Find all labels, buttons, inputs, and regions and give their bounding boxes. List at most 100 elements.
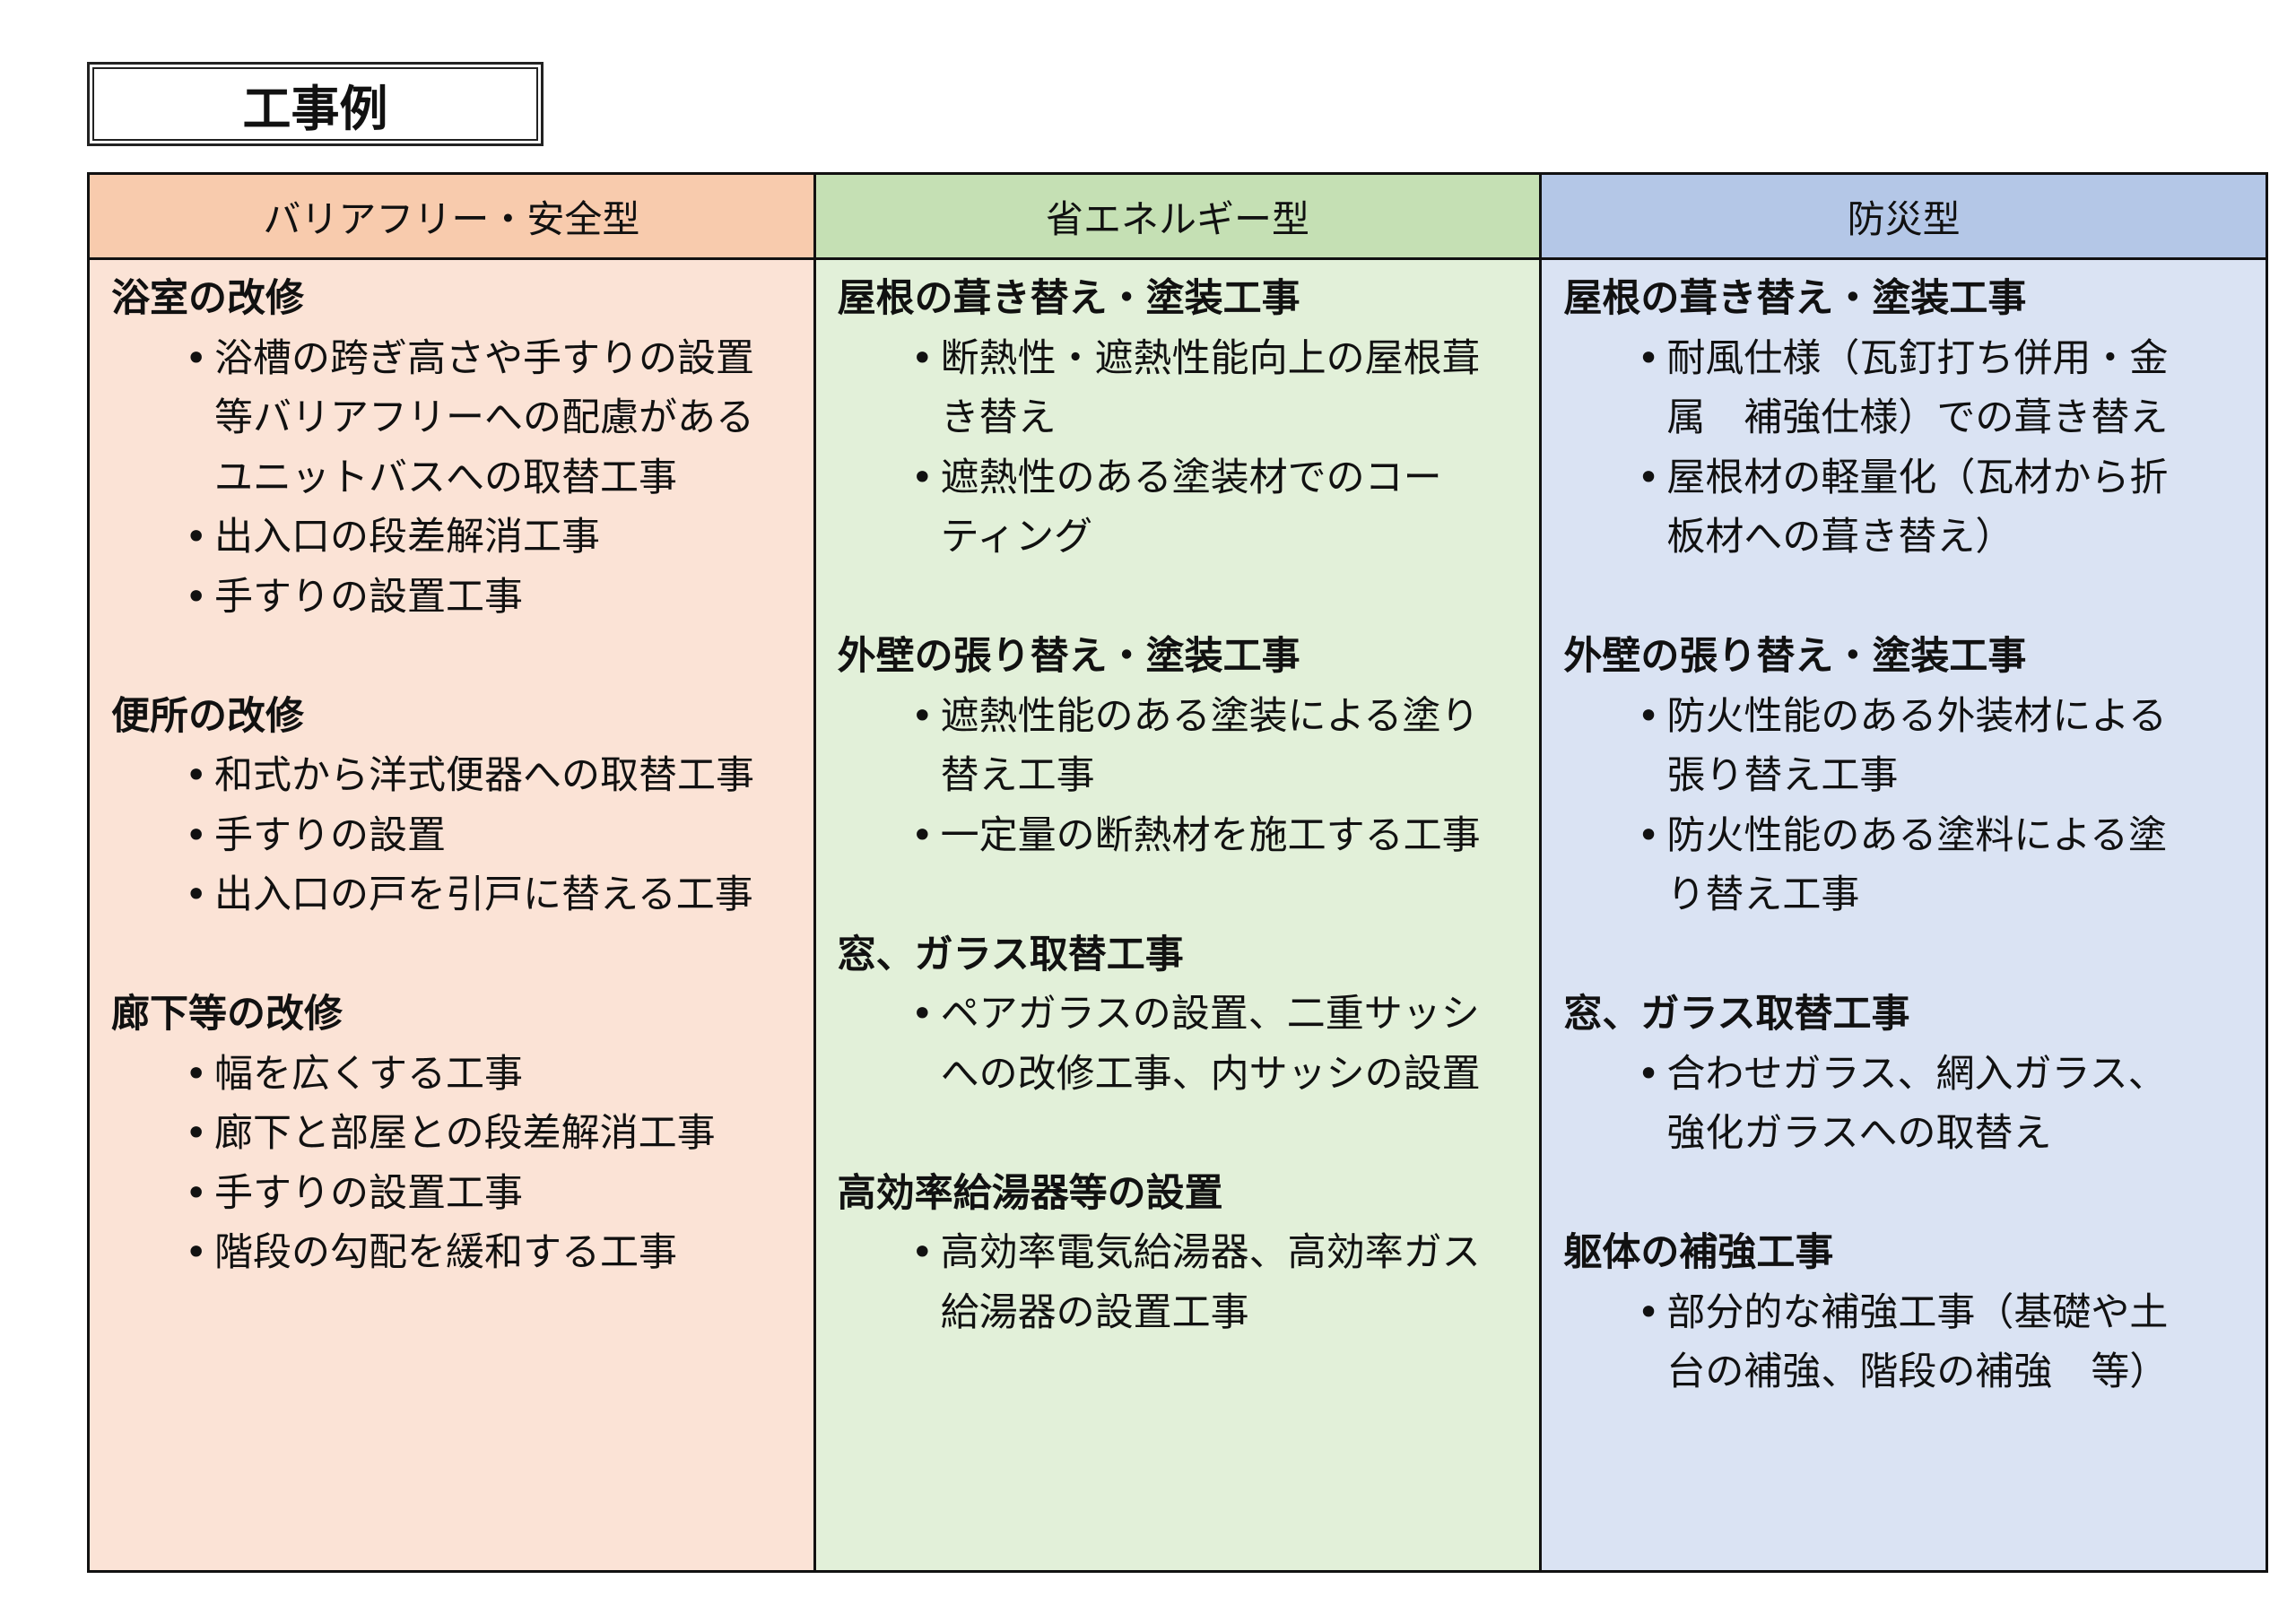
list-item-text: 廊下と部屋との段差解消工事 — [214, 1111, 716, 1156]
bullet-icon: • — [910, 992, 935, 1037]
bullet-icon: • — [1637, 812, 1660, 858]
list-item: •手すりの設置 — [90, 806, 813, 866]
section-title: 高効率給湯器等の設置 — [837, 1170, 1223, 1216]
bullet-icon: • — [185, 515, 208, 560]
list-item-text: 和式から洋式便器への取替工事 — [214, 753, 754, 798]
bullet-icon: • — [185, 574, 208, 620]
column-body: 屋根の葺き替え・塗装工事•耐風仕様（瓦釘打ち併用・金 属 補強仕様）での葺き替え… — [1542, 260, 2266, 1570]
list-item-text: 一定量の断熱材を施工する工事 — [940, 812, 1481, 858]
list-item: •部分的な補強工事（基礎や土 台の補強、階段の補強 等） — [1542, 1283, 2266, 1402]
work-section: 窓、ガラス取替工事 •合わせガラス、網入ガラス、 強化ガラスへの取替え — [1542, 985, 2266, 1164]
list-item: •防火性能のある塗料による塗 り替え工事 — [1542, 806, 2266, 925]
section-title: 外壁の張り替え・塗装工事 — [1563, 634, 2027, 679]
list-item-text: 幅を広くする工事 — [214, 1051, 523, 1097]
bullet-icon: • — [910, 812, 935, 858]
list-item-text: 階段の勾配を緩和する工事 — [214, 1230, 677, 1275]
list-item: •ペアガラスの設置、二重サッシ への改修工事、内サッシの設置 — [816, 985, 1540, 1104]
bullet-icon: • — [185, 1230, 208, 1275]
list-item: •幅を広くする工事 — [90, 1045, 813, 1105]
work-section: 屋根の葺き替え・塗装工事 •耐風仕様（瓦釘打ち併用・金 属 補強仕様）での葺き替え… — [1542, 269, 2266, 568]
work-section: 高効率給湯器等の設置 •高効率電気給湯器、高効率ガス 給湯器の設置工事 — [816, 1164, 1540, 1343]
column-header: 防災型 — [1542, 175, 2266, 260]
work-section: 躯体の補強工事 •部分的な補強工事（基礎や土 台の補強、階段の補強 等） — [1542, 1223, 2266, 1402]
category-column: バリアフリー・安全型浴室の改修•浴槽の跨ぎ高さや手すりの設置 等バリアフリーへの… — [90, 175, 816, 1570]
list-item: •断熱性・遮熱性能向上の屋根葺 き替え — [816, 329, 1540, 448]
list-item: •浴槽の跨ぎ高さや手すりの設置 等バリアフリーへの配慮がある ユニットバスへの取… — [90, 329, 813, 508]
list-item-text: 防火性能のある塗料による塗 り替え工事 — [1666, 812, 2168, 918]
list-item-text: 出入口の戸を引戸に替える工事 — [214, 872, 753, 917]
list-item: •廊下と部屋との段差解消工事 — [90, 1104, 813, 1164]
section-title: 浴室の改修 — [111, 276, 304, 321]
section-title: 便所の改修 — [111, 693, 304, 739]
page-title: 工事例 — [242, 80, 388, 137]
work-section: 外壁の張り替え・塗装工事•防火性能のある外装材による 張り替え工事•防火性能のあ… — [1542, 627, 2266, 925]
section-title: 外壁の張り替え・塗装工事 — [837, 634, 1300, 679]
bullet-icon: • — [910, 1230, 935, 1275]
work-section: 屋根の葺き替え・塗装工事•断熱性・遮熱性能向上の屋根葺 き替え•遮熱性のある塗装… — [816, 269, 1540, 568]
section-title: 廊下等の改修 — [111, 992, 343, 1037]
bullet-icon: • — [910, 455, 935, 500]
section-title: 躯体の補強工事 — [1563, 1230, 1834, 1275]
list-item-text: 合わせガラス、網入ガラス、 強化ガラスへの取替え — [1666, 1051, 2167, 1157]
bullet-icon: • — [185, 1170, 208, 1216]
list-item-text: 出入口の段差解消工事 — [214, 515, 600, 560]
bullet-icon: • — [1637, 455, 1660, 500]
work-examples-table: バリアフリー・安全型浴室の改修•浴槽の跨ぎ高さや手すりの設置 等バリアフリーへの… — [87, 172, 2268, 1573]
list-item: •一定量の断熱材を施工する工事 — [816, 806, 1540, 866]
list-item: •遮熱性のある塗装材でのコー ティング — [816, 448, 1540, 568]
category-column: 防災型屋根の葺き替え・塗装工事•耐風仕様（瓦釘打ち併用・金 属 補強仕様）での葺… — [1542, 175, 2266, 1570]
list-item-text: 屋根材の軽量化（瓦材から折 板材への葺き替え） — [1666, 455, 2169, 560]
section-title: 窓、ガラス取替工事 — [837, 932, 1184, 977]
bullet-icon: • — [185, 1111, 208, 1156]
work-section: 外壁の張り替え・塗装工事•遮熱性能のある塗装による塗り 替え工事•一定量の断熱材… — [816, 627, 1540, 865]
list-item-text: 手すりの設置工事 — [214, 574, 523, 620]
list-item-text: 耐風仕様（瓦釘打ち併用・金 属 補強仕様）での葺き替え — [1666, 335, 2169, 441]
list-item-text: 部分的な補強工事（基礎や土 台の補強、階段の補強 等） — [1666, 1289, 2169, 1395]
list-item-text: 手すりの設置工事 — [214, 1170, 523, 1216]
bullet-icon: • — [1637, 1051, 1660, 1097]
bullet-icon: • — [910, 693, 935, 739]
list-item-text: 断熱性・遮熱性能向上の屋根葺 き替え — [940, 335, 1481, 441]
list-item: •防火性能のある外装材による 張り替え工事 — [1542, 687, 2266, 806]
list-item-text: 防火性能のある外装材による 張り替え工事 — [1666, 693, 2168, 799]
list-item: •高効率電気給湯器、高効率ガス 給湯器の設置工事 — [816, 1223, 1540, 1342]
list-item: •屋根材の軽量化（瓦材から折 板材への葺き替え） — [1542, 448, 2266, 568]
list-item: •出入口の段差解消工事 — [90, 508, 813, 568]
work-section: 浴室の改修•浴槽の跨ぎ高さや手すりの設置 等バリアフリーへの配慮がある ユニット… — [90, 269, 813, 627]
work-section: 窓、ガラス取替工事 •ペアガラスの設置、二重サッシ への改修工事、内サッシの設置 — [816, 925, 1540, 1105]
column-body: 浴室の改修•浴槽の跨ぎ高さや手すりの設置 等バリアフリーへの配慮がある ユニット… — [90, 260, 813, 1570]
list-item-text: ペアガラスの設置、二重サッシ への改修工事、内サッシの設置 — [940, 992, 1481, 1097]
column-header: バリアフリー・安全型 — [90, 175, 813, 260]
work-section: 便所の改修•和式から洋式便器への取替工事•手すりの設置•出入口の戸を引戸に替える… — [90, 687, 813, 925]
bullet-icon: • — [1637, 693, 1660, 739]
column-body: 屋根の葺き替え・塗装工事•断熱性・遮熱性能向上の屋根葺 き替え•遮熱性のある塗装… — [815, 260, 1540, 1570]
list-item-text: 高効率電気給湯器、高効率ガス 給湯器の設置工事 — [940, 1230, 1481, 1335]
list-item: •手すりの設置工事 — [90, 1164, 813, 1224]
list-item-text: 遮熱性のある塗装材でのコー ティング — [940, 455, 1442, 560]
bullet-icon: • — [185, 872, 208, 917]
list-item-text: 遮熱性能のある塗装による塗り 替え工事 — [940, 693, 1480, 799]
column-header: 省エネルギー型 — [815, 175, 1540, 260]
section-title: 窓、ガラス取替工事 — [1563, 992, 1910, 1037]
bullet-icon: • — [185, 335, 208, 381]
list-item: •階段の勾配を緩和する工事 — [90, 1223, 813, 1283]
category-column: 省エネルギー型屋根の葺き替え・塗装工事•断熱性・遮熱性能向上の屋根葺 き替え•遮… — [815, 175, 1543, 1570]
bullet-icon: • — [1637, 1289, 1660, 1335]
bullet-icon: • — [185, 753, 208, 798]
bullet-icon: • — [1637, 335, 1660, 381]
list-item: •出入口の戸を引戸に替える工事 — [90, 865, 813, 925]
list-item: •耐風仕様（瓦釘打ち併用・金 属 補強仕様）での葺き替え — [1542, 329, 2266, 448]
list-item: •和式から洋式便器への取替工事 — [90, 746, 813, 806]
list-item: •遮熱性能のある塗装による塗り 替え工事 — [816, 687, 1540, 806]
bullet-icon: • — [185, 812, 208, 858]
section-title: 屋根の葺き替え・塗装工事 — [837, 276, 1300, 321]
list-item-text: 浴槽の跨ぎ高さや手すりの設置 等バリアフリーへの配慮がある ユニットバスへの取替… — [214, 335, 754, 500]
work-section: 廊下等の改修•幅を広くする工事•廊下と部屋との段差解消工事•手すりの設置工事•階… — [90, 985, 813, 1283]
title-box: 工事例 — [87, 62, 544, 146]
list-item: •手すりの設置工事 — [90, 568, 813, 628]
list-item: •合わせガラス、網入ガラス、 強化ガラスへの取替え — [1542, 1045, 2266, 1164]
section-title: 屋根の葺き替え・塗装工事 — [1563, 276, 2027, 321]
list-item-text: 手すりの設置 — [214, 812, 446, 858]
bullet-icon: • — [185, 1051, 208, 1097]
bullet-icon: • — [910, 335, 935, 381]
